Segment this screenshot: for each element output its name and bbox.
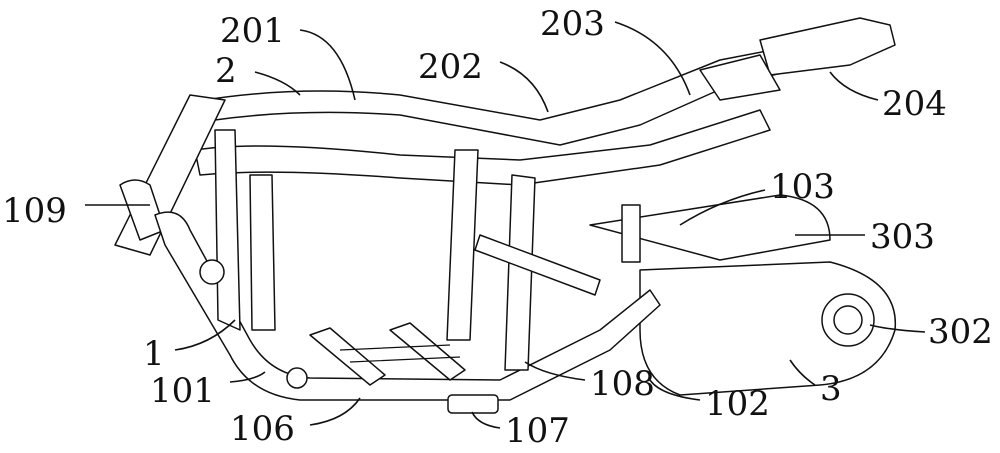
label-303: 303 [870, 217, 935, 257]
label-1: 1 [143, 334, 165, 374]
label-204: 204 [882, 84, 947, 124]
label-2: 2 [215, 51, 237, 91]
label-3: 3 [820, 369, 842, 409]
label-106: 106 [230, 409, 295, 449]
shock-absorber-103 [622, 205, 640, 262]
label-107: 107 [505, 411, 570, 451]
label-109: 109 [2, 191, 67, 231]
label-202: 202 [418, 47, 483, 87]
label-102: 102 [705, 384, 770, 424]
label-103: 103 [770, 167, 835, 207]
label-108: 108 [590, 364, 655, 404]
footrest-bars-106 [310, 323, 465, 385]
label-302: 302 [928, 312, 993, 352]
bracket-107 [448, 395, 498, 413]
label-203: 203 [540, 4, 605, 44]
label-101: 101 [150, 371, 215, 411]
label-201: 201 [220, 11, 285, 51]
engine-mount-tube [475, 235, 600, 295]
